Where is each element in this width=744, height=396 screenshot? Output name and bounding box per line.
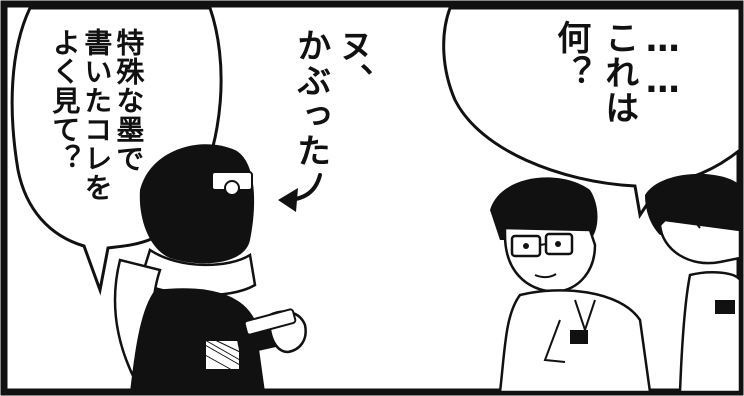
ninja-scroll [243, 308, 297, 336]
second-person [645, 173, 742, 394]
sfx-text-2: かぶった [290, 28, 331, 168]
girl-hair [490, 177, 598, 240]
girl-with-glasses [490, 177, 652, 394]
ninja-figure [113, 144, 307, 392]
dialogue-right-line-1: …… [642, 20, 683, 102]
sfx-text-1: ヌ、 [332, 28, 373, 98]
dialogue-left-line-2: 書いたコレを [80, 28, 114, 202]
ninja-eye [224, 180, 240, 196]
second-person-body [678, 271, 742, 394]
dialogue-left-line-1: 特殊な墨で [112, 28, 146, 173]
ninja-hood [139, 144, 255, 264]
second-person-face [658, 218, 742, 265]
dialogue-right-line-2: これは [598, 20, 639, 125]
dialogue-left-line-3: よく見て？ [48, 28, 82, 173]
dialogue-right-line-3: 何？ [550, 20, 591, 90]
speech-bubble-right [442, 6, 742, 219]
